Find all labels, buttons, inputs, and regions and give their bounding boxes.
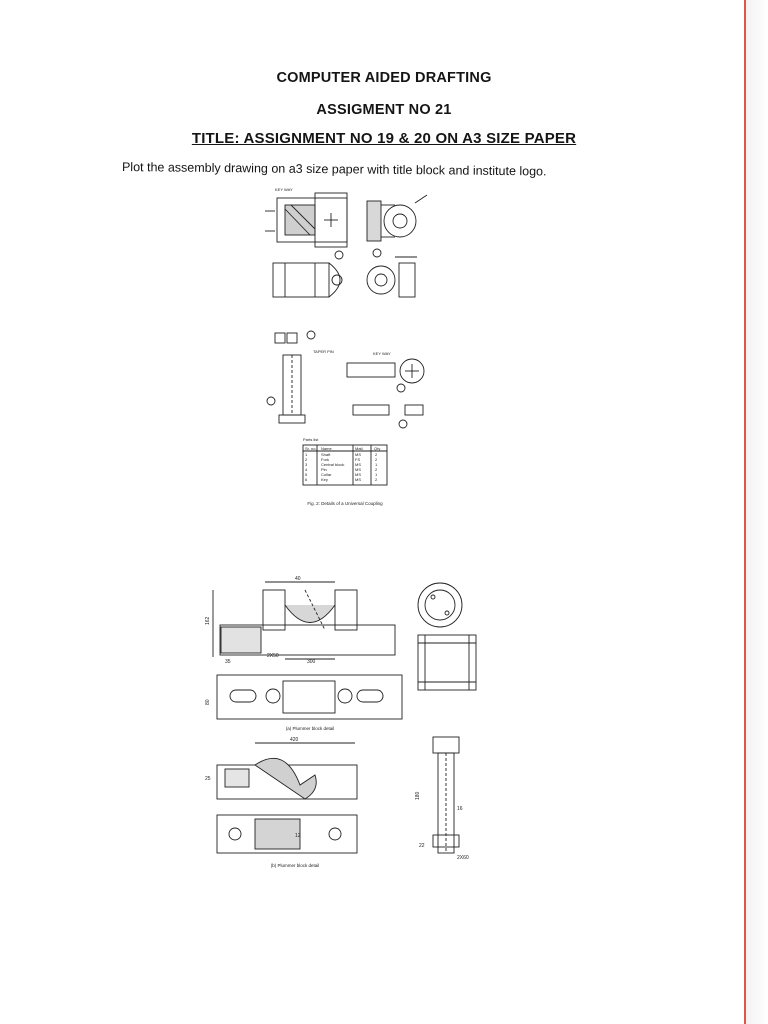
bolt-view: 180 16 2X60 22 <box>415 736 469 861</box>
parts-cell-matl: MS <box>355 477 361 482</box>
parts-header-name: Name <box>321 446 332 451</box>
parts-list-table: Parts list Sr. no. Name Matl. Qty. 1 Shaf… <box>302 437 388 486</box>
key-way-label-2: KEY WAY <box>373 351 391 356</box>
parts-cell-matl: FS <box>355 457 360 462</box>
dim-40: 40 <box>295 576 301 582</box>
parts-cell-qty: 2 <box>375 452 378 457</box>
universal-coupling-figure: KEY WAY TAPER PIN <box>255 183 435 513</box>
parts-cell-name: Key <box>321 477 328 482</box>
parts-cell-qty: 2 <box>375 467 378 472</box>
dim-180: 180 <box>415 791 421 800</box>
figure1-caption: Fig. 2: Details of a Universal Coupling <box>307 501 383 506</box>
parts-cell-qty: 2 <box>375 477 378 482</box>
page-edge-shadow <box>746 0 768 1024</box>
dim-22: 22 <box>419 843 425 849</box>
page-red-edge <box>744 0 746 1024</box>
parts-cell-matl: MS <box>355 452 361 457</box>
parts-list-title: Parts list <box>303 437 319 442</box>
parts-cell-matl: MS <box>355 462 361 467</box>
dim-25: 25 <box>205 776 211 782</box>
dim-80: 80 <box>205 699 211 705</box>
dim-2x60: 2X60 <box>457 855 469 861</box>
document-title: TITLE: ASSIGNMENT NO 19 & 20 ON A3 SIZE … <box>191 130 577 147</box>
parts-header-no: Sr. no. <box>305 446 317 451</box>
dim-12: 12 <box>295 833 301 839</box>
parts-cell-no: 6 <box>305 477 308 482</box>
course-title: COMPUTER AIDED DRAFTING <box>276 70 492 86</box>
fork-front-view: KEY WAY <box>265 187 348 260</box>
parts-cell-matl: MS <box>355 467 361 472</box>
plummer-cap-plan-view: 12 <box>216 814 358 854</box>
plummer-cap-front-view: 420 25 <box>205 737 358 800</box>
parts-cell-qty: 1 <box>375 462 378 467</box>
dim-2x50: 2X50 <box>267 653 279 659</box>
parts-header-qty: Qty. <box>374 446 381 451</box>
parts-cell-name: Central block <box>321 462 344 467</box>
parts-cell-no: 3 <box>305 462 308 467</box>
plummer-block-figure: 40 162 35 2X50 300 80 (a) Plummer block … <box>195 575 495 875</box>
parts-header-matl: Matl. <box>355 446 364 451</box>
parts-cell-name: Fork <box>321 457 329 462</box>
central-block-views <box>272 256 417 298</box>
plummer-base-plan-view: 80 <box>205 674 403 720</box>
parts-cell-no: 1 <box>305 452 308 457</box>
dim-420: 420 <box>290 737 299 743</box>
shaft-view: TAPER PIN <box>266 330 334 424</box>
parts-cell-qty: 1 <box>375 472 378 477</box>
instruction-text: Plot the assembly drawing on a3 size pap… <box>121 160 547 179</box>
dim-16: 16 <box>457 806 463 812</box>
plummer-base-front-view: 40 162 35 2X50 300 <box>205 576 396 665</box>
pin-key-views: KEY WAY <box>346 351 425 429</box>
caption-a: (a) Plummer block detail <box>286 726 335 731</box>
parts-cell-name: Pin <box>321 467 327 472</box>
key-way-label: KEY WAY <box>275 187 293 192</box>
parts-cell-no: 2 <box>305 457 308 462</box>
parts-cell-matl: MS <box>355 472 361 477</box>
parts-cell-no: 5 <box>305 472 308 477</box>
dim-162: 162 <box>205 616 211 625</box>
parts-cell-name: Collar <box>321 472 332 477</box>
dim-35: 35 <box>225 659 231 665</box>
taper-pin-label: TAPER PIN <box>313 349 334 354</box>
parts-cell-no: 4 <box>305 467 308 472</box>
dim-300: 300 <box>307 659 316 665</box>
caption-b: (b) Plummer block detail <box>271 863 320 868</box>
assignment-number: ASSIGMENT NO 21 <box>316 102 452 118</box>
parts-cell-name: Shaft <box>321 452 331 457</box>
parts-cell-qty: 2 <box>375 457 378 462</box>
bush-views <box>417 582 477 691</box>
fork-side-view <box>366 194 428 258</box>
